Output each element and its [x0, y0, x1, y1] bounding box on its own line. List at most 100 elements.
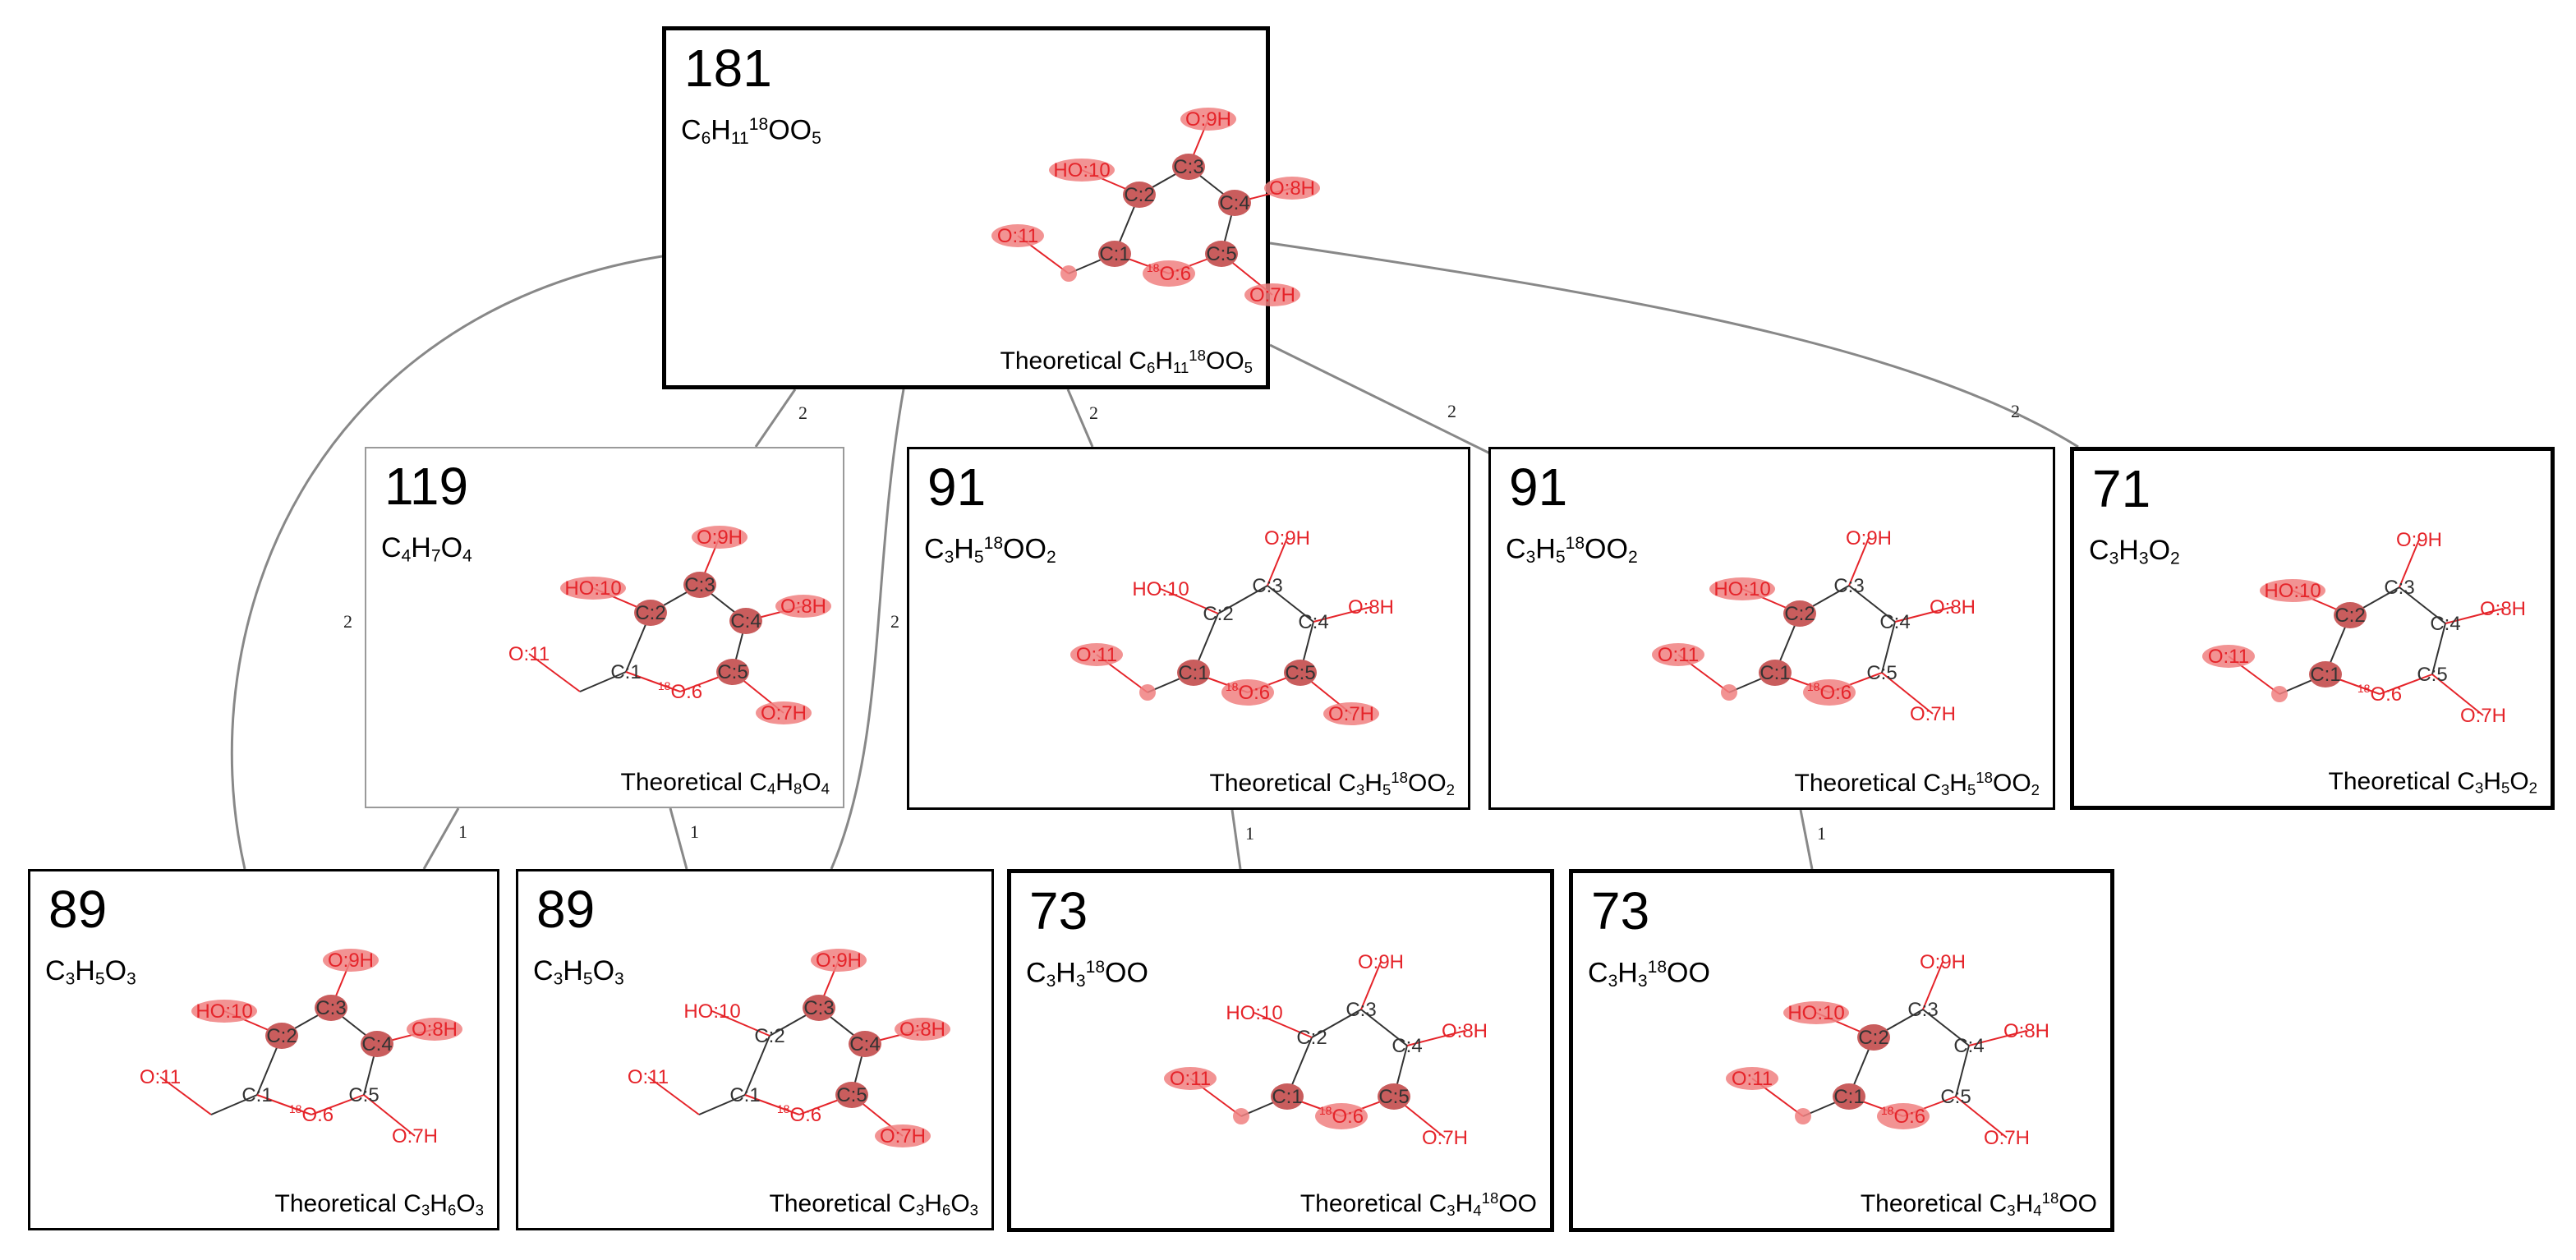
- theoretical-formula: Theoretical C3H5O2: [2328, 767, 2537, 797]
- highlight-o6: [1221, 679, 1274, 706]
- atom-label-ho10: HO:10: [1714, 578, 1770, 600]
- highlight-o7h: [1244, 283, 1300, 306]
- atom-label-c1: C:1: [1272, 1086, 1302, 1108]
- node-formula: C4H7O4: [381, 532, 472, 566]
- atom-label-c5: C:5: [836, 1084, 867, 1106]
- bond: [1267, 537, 1288, 586]
- bond: [1254, 1012, 1313, 1038]
- atom-label-o11: O:11: [1170, 1068, 1211, 1090]
- bond: [1360, 961, 1382, 1010]
- atom-label-c2: C:2: [2334, 605, 2365, 627]
- atom-label-o6: 18O:6: [1881, 1104, 1925, 1128]
- highlight-c3: [1172, 154, 1205, 180]
- bond: [2445, 608, 2504, 624]
- edge-e181-91b: [1269, 343, 1491, 455]
- highlight-c2: [2334, 602, 2367, 628]
- atom-label-c1: C:1: [1760, 662, 1790, 684]
- atom-label-o7h: O:7H: [2460, 705, 2506, 727]
- node-formula: C3H518OO2: [1506, 533, 1638, 567]
- atom-label-c5: C:5: [1940, 1086, 1971, 1108]
- node-mass: 91: [927, 458, 987, 517]
- bond: [1311, 1009, 1362, 1038]
- node-formula: C3H5O3: [533, 955, 624, 989]
- atom-label-o9h: O:9H: [1920, 951, 1966, 973]
- atom-label-o7h: O:7H: [392, 1125, 438, 1147]
- atom-label-o11: O:11: [508, 643, 550, 665]
- edge-label: 2: [798, 402, 807, 423]
- highlight-c4: [849, 1031, 881, 1057]
- atom-label-c4: C:4: [730, 610, 761, 632]
- atom-label-o6: 18O:6: [1147, 261, 1191, 285]
- highlight-c1: [1759, 660, 1792, 686]
- atom-label-ho10: HO:10: [196, 1000, 252, 1023]
- highlight-ho10: [191, 1000, 257, 1023]
- highlight-o7h: [1323, 702, 1379, 725]
- edge-e119-89a: [422, 807, 460, 870]
- bond: [1955, 1096, 2008, 1138]
- atom-label-o8h: O:8H: [412, 1019, 458, 1041]
- bond: [744, 1035, 770, 1096]
- atom-label-o11: O:11: [1732, 1068, 1773, 1090]
- bond: [1313, 606, 1372, 623]
- bond: [1922, 1009, 1970, 1046]
- node-formula: C3H5O3: [45, 955, 136, 989]
- atom-label-c4: C:4: [1392, 1035, 1422, 1057]
- atom-label-c3: C:3: [803, 997, 834, 1019]
- highlight-c6: [2271, 686, 2288, 702]
- atom-label-c5: C:5: [348, 1084, 379, 1106]
- bond: [1160, 588, 1219, 614]
- bond: [2399, 586, 2446, 624]
- atom-label-c2: C:2: [1858, 1027, 1888, 1049]
- atom-label-c4: C:4: [1219, 192, 1249, 214]
- atom-label-ho10: HO:10: [1132, 578, 1189, 600]
- node-mass: 91: [1509, 458, 1568, 517]
- atom-label-c4: C:4: [1953, 1035, 1984, 1057]
- atom-label-o9h: O:9H: [1264, 527, 1310, 550]
- highlight-c1: [1177, 660, 1210, 686]
- atom-label-o9h: O:9H: [697, 527, 743, 549]
- bond: [625, 671, 681, 692]
- atom-label-o6: 18O:6: [1807, 680, 1852, 704]
- atom-label-o7h: O:7H: [1422, 1127, 1468, 1149]
- atom-label-c1: C:1: [242, 1084, 272, 1106]
- atom-label-ho10: HO:10: [683, 1000, 740, 1023]
- bond: [1848, 537, 1870, 586]
- bond: [1881, 672, 1934, 715]
- node-mass: 71: [2092, 459, 2151, 518]
- theoretical-formula: Theoretical C4H8O4: [620, 768, 830, 798]
- molecule-structure: C:1C:2C:3C:4C:518O:6HO:10O:9HO:8HO:7HO:1…: [1652, 527, 1976, 725]
- bond: [1848, 585, 1896, 623]
- edge-label: 2: [343, 611, 352, 632]
- highlight-o9h: [811, 949, 867, 972]
- bond: [2431, 623, 2446, 675]
- highlight-ho10: [1709, 577, 1775, 600]
- atom-label-c3: C:3: [1252, 575, 1282, 597]
- highlight-c2: [265, 1023, 298, 1049]
- atom-label-o11: O:11: [1658, 644, 1699, 666]
- atom-label-c5: C:5: [1866, 662, 1897, 684]
- edge-label: 1: [1245, 823, 1254, 844]
- atom-label-ho10: HO:10: [564, 577, 621, 600]
- molecule-structure: C:1C:2C:3C:4C:518O:6HO:10O:9HO:8HO:7HO:1…: [991, 108, 1320, 306]
- highlight-o11: [2202, 645, 2255, 668]
- highlight-c5: [1378, 1083, 1410, 1110]
- highlight-o8h: [895, 1018, 950, 1041]
- highlight-c1: [1271, 1083, 1304, 1110]
- edge-e181-91a: [1066, 389, 1094, 448]
- highlight-c6: [1795, 1108, 1811, 1124]
- atom-label-o11: O:11: [2208, 646, 2249, 668]
- edge-label: 1: [1817, 823, 1826, 844]
- highlight-o8h: [775, 595, 831, 618]
- atom-label-c5: C:5: [1285, 662, 1315, 684]
- highlight-o6: [1803, 679, 1856, 706]
- bond: [363, 1094, 416, 1137]
- bond: [1267, 585, 1314, 623]
- node-mass: 89: [536, 880, 596, 939]
- bond: [698, 1094, 746, 1115]
- bond: [1922, 961, 1944, 1010]
- highlight-c4: [1218, 190, 1251, 216]
